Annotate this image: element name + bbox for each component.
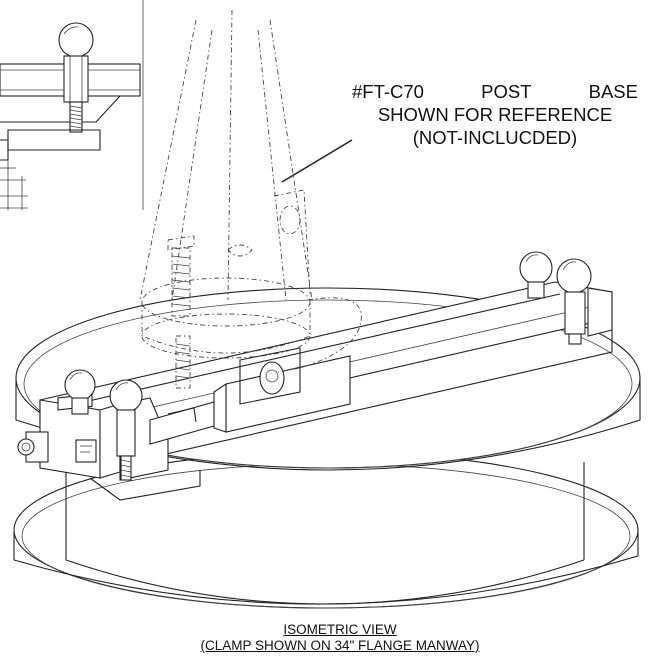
callout-part-number: #FT-C70: [352, 81, 424, 102]
caption-title: ISOMETRIC VIEW: [283, 622, 397, 637]
center-carriage: [149, 347, 351, 445]
right-clamp-end: [519, 251, 613, 345]
callout-line-2: SHOWN FOR REFERENCE: [377, 104, 613, 125]
callout-word-base: BASE: [588, 81, 638, 102]
post-base-reference: [139, 9, 362, 389]
caption-subtitle: (CLAMP SHOWN ON 34" FLANGE MANWAY): [200, 638, 480, 653]
callout-line-3: (NOT-INCLUCDED): [412, 127, 578, 148]
callout-leader-line: [281, 139, 353, 183]
callout-line-1: #FT-C70 POST BASE: [352, 80, 638, 103]
detail-inset-view: [0, 0, 144, 210]
view-caption: ISOMETRIC VIEW (CLAMP SHOWN ON 34" FLANG…: [120, 622, 560, 654]
post-base-callout: #FT-C70 POST BASE SHOWN FOR REFERENCE (N…: [352, 80, 638, 149]
callout-word-post: POST: [481, 81, 532, 102]
